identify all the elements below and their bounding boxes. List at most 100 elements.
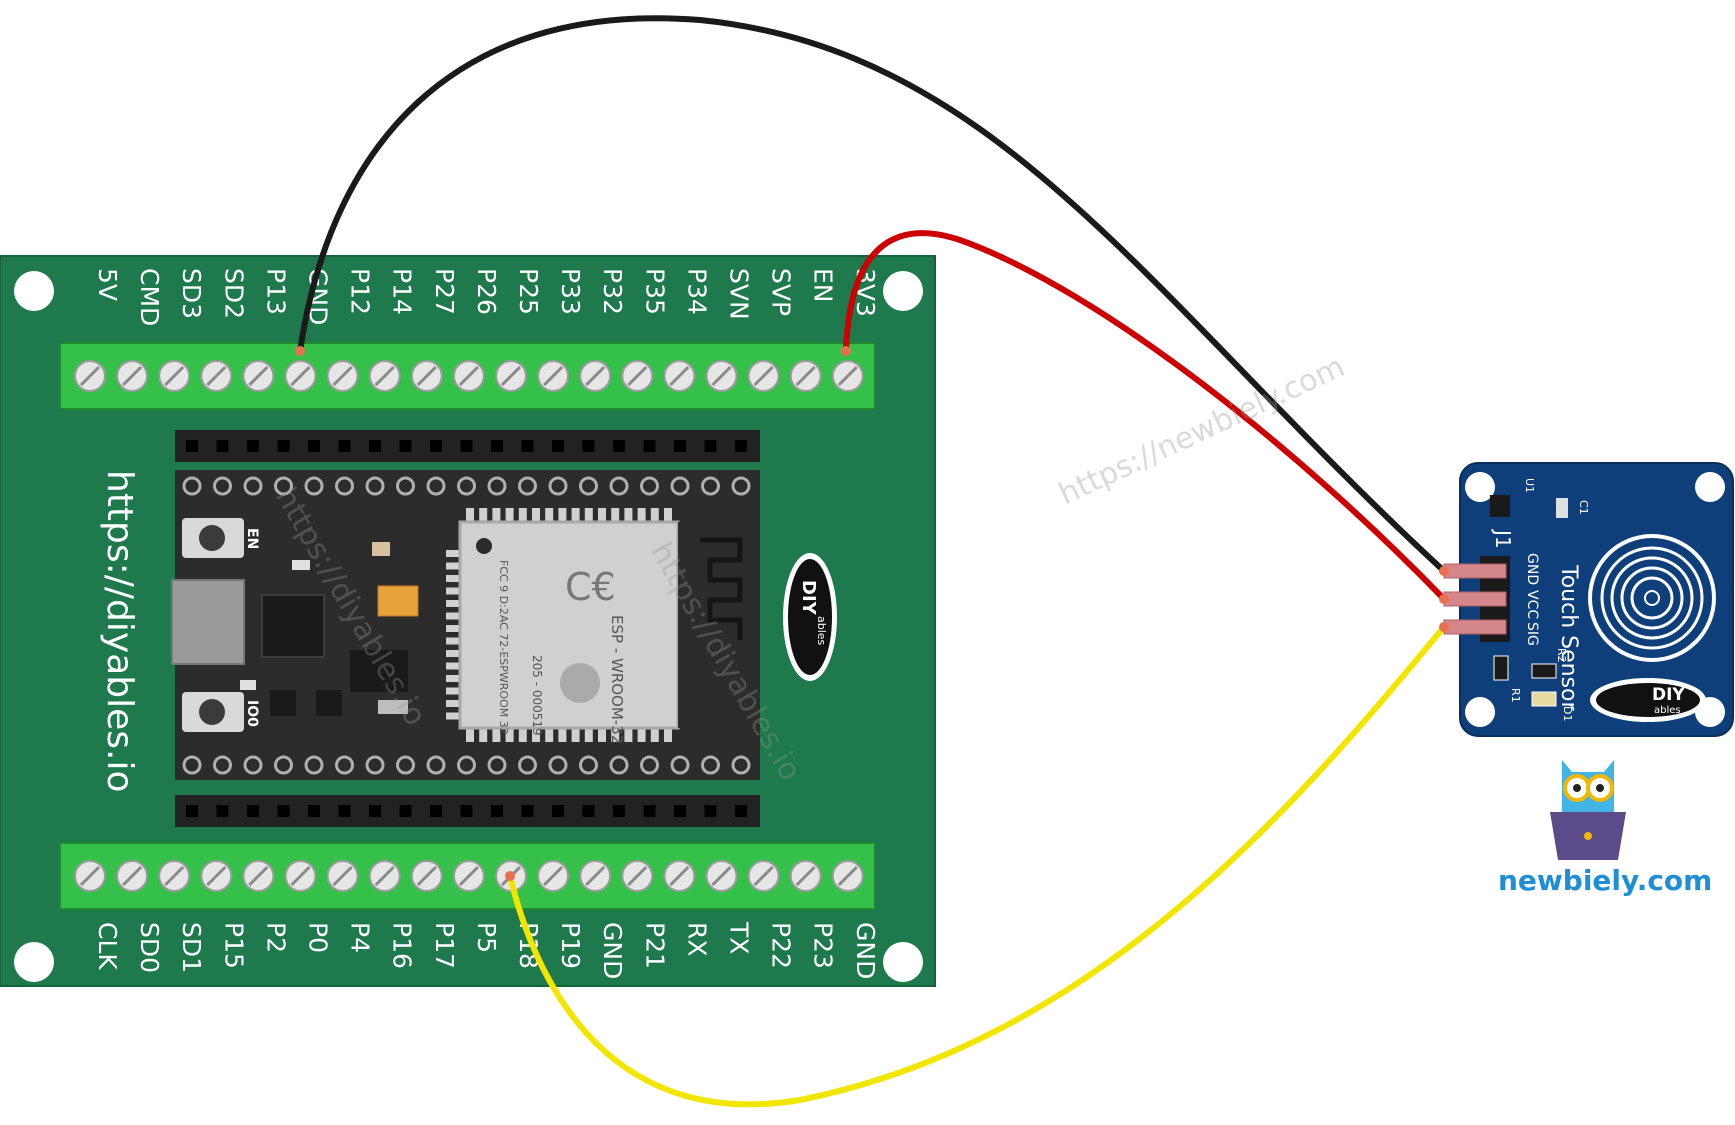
diyables-logo-board-sub: ables xyxy=(815,616,828,646)
top-pin-label: P14 xyxy=(388,268,417,315)
bottom-pin-label: SD1 xyxy=(177,922,206,973)
bottom-terminal-p15 xyxy=(200,860,233,892)
top-terminal-sd3 xyxy=(158,360,191,392)
top-pin-label: EN xyxy=(809,268,838,303)
bottom-terminal-p22 xyxy=(747,860,780,892)
bottom-pin-label: TX xyxy=(725,921,754,954)
sensor-part-u1: U1 xyxy=(1523,478,1536,493)
sensor-title: Touch Sensor xyxy=(1556,564,1581,712)
antenna-area xyxy=(678,522,756,728)
bottom-terminal-sd0 xyxy=(116,860,149,892)
diyables-logo-board-text: DIY xyxy=(798,580,819,616)
top-pin-label: P34 xyxy=(682,268,711,315)
newbiely-logo: newbiely.com xyxy=(1498,760,1712,897)
module-label-3: FCC 9 D:2AC 72-ESPWROOM 32 xyxy=(497,560,510,735)
bottom-terminal-tx xyxy=(705,860,738,892)
top-terminal-svn xyxy=(705,360,738,392)
top-terminal-gnd xyxy=(284,360,317,392)
wire-sig xyxy=(507,624,1447,1108)
touch-sensor-module: J1 GND VCC SIG Touch Sensor U1 C1 R1 R2 … xyxy=(1443,462,1734,737)
mount-hole-bottom-right xyxy=(883,942,923,982)
bottom-terminal-p19 xyxy=(537,860,570,892)
top-terminal-p26 xyxy=(452,360,485,392)
bottom-terminal-rx xyxy=(663,860,696,892)
top-terminal-3v3 xyxy=(831,360,864,392)
bottom-terminal-p23 xyxy=(789,860,822,892)
module-label-2: 205 - 000519 xyxy=(530,655,544,736)
bottom-pin-label: P23 xyxy=(809,922,838,969)
top-pin-label: SD2 xyxy=(219,268,248,319)
bottom-terminal-p2 xyxy=(242,860,275,892)
en-button-label: EN xyxy=(244,528,260,549)
board-url-text: https://diyables.io xyxy=(99,470,140,793)
bottom-pin-label: P5 xyxy=(472,922,501,953)
bottom-pin-label: P19 xyxy=(556,922,585,969)
top-terminal-p25 xyxy=(495,360,527,392)
tantalum-capacitor xyxy=(377,585,419,617)
sensor-pin-label-sig: SIG xyxy=(1524,622,1540,646)
top-terminal-p14 xyxy=(368,360,401,392)
top-pin-label: P13 xyxy=(261,268,290,315)
wire-vcc xyxy=(843,230,1447,602)
sensor-pin-sig xyxy=(1443,619,1507,635)
bottom-pin-label: SD0 xyxy=(135,922,164,973)
sensor-ic xyxy=(1490,495,1510,517)
top-terminal-p35 xyxy=(621,360,654,392)
top-pin-label: SVP xyxy=(767,268,796,316)
top-terminal-5v xyxy=(74,360,106,392)
top-pin-label: P12 xyxy=(346,268,375,315)
top-terminal-en xyxy=(789,360,822,392)
mount-hole-top-left xyxy=(14,271,54,311)
sensor-pin-vcc xyxy=(1443,591,1507,607)
diyables-logo-sensor-text: DIY xyxy=(1652,685,1685,705)
sensor-pin-gnd xyxy=(1443,563,1507,579)
bottom-pin-label: CLK xyxy=(93,922,122,970)
watermark-main: https://newbiely.com xyxy=(1054,349,1350,512)
bottom-pin-label: P16 xyxy=(388,922,417,969)
top-terminal-sd2 xyxy=(200,360,233,392)
ce-mark-icon: C€ xyxy=(565,565,616,609)
bottom-terminal-clk xyxy=(74,860,106,892)
top-terminal-p33 xyxy=(537,360,570,392)
espressif-logo xyxy=(560,663,600,703)
sensor-part-r2: R2 xyxy=(1555,648,1568,663)
top-terminal-p34 xyxy=(663,360,696,392)
top-terminal-cmd xyxy=(116,360,149,392)
sensor-part-d1: D1 xyxy=(1561,706,1574,721)
bottom-terminal-p17 xyxy=(410,860,443,892)
top-pin-label: SVN xyxy=(725,268,754,320)
bottom-screw-terminals xyxy=(74,860,864,892)
bottom-pin-label: P4 xyxy=(346,922,375,953)
top-pin-label: P35 xyxy=(640,268,669,315)
bottom-terminal-gnd xyxy=(579,860,612,892)
mount-hole-top-right xyxy=(883,271,923,311)
top-terminal-p32 xyxy=(579,360,612,392)
bottom-pin-label: P17 xyxy=(430,922,459,969)
touch-pad-icon xyxy=(1588,534,1716,662)
top-pin-label: P33 xyxy=(556,268,585,315)
top-pin-label: SD3 xyxy=(177,268,206,319)
sensor-part-r1: R1 xyxy=(1509,688,1522,703)
bottom-terminal-sd1 xyxy=(158,860,191,892)
top-pin-label: P26 xyxy=(472,268,501,315)
wires xyxy=(295,15,1449,1108)
bottom-pin-label: GND xyxy=(598,922,627,979)
top-pin-label: P32 xyxy=(598,268,627,315)
top-terminal-svp xyxy=(747,360,780,392)
regulator-chip xyxy=(350,650,408,692)
bottom-terminal-p5 xyxy=(452,860,485,892)
bottom-pin-label: RX xyxy=(682,922,711,957)
bottom-terminal-p0 xyxy=(284,860,317,892)
usb-uart-chip xyxy=(261,594,325,658)
sensor-part-c1: C1 xyxy=(1577,500,1590,515)
bottom-pin-label: P0 xyxy=(304,922,333,953)
diyables-logo-sensor: DIY ables xyxy=(1590,678,1706,722)
sensor-connector-label: J1 xyxy=(1491,528,1515,549)
mount-hole-bottom-left xyxy=(14,942,54,982)
pcb-antenna xyxy=(700,537,743,640)
usb-connector xyxy=(171,579,245,665)
